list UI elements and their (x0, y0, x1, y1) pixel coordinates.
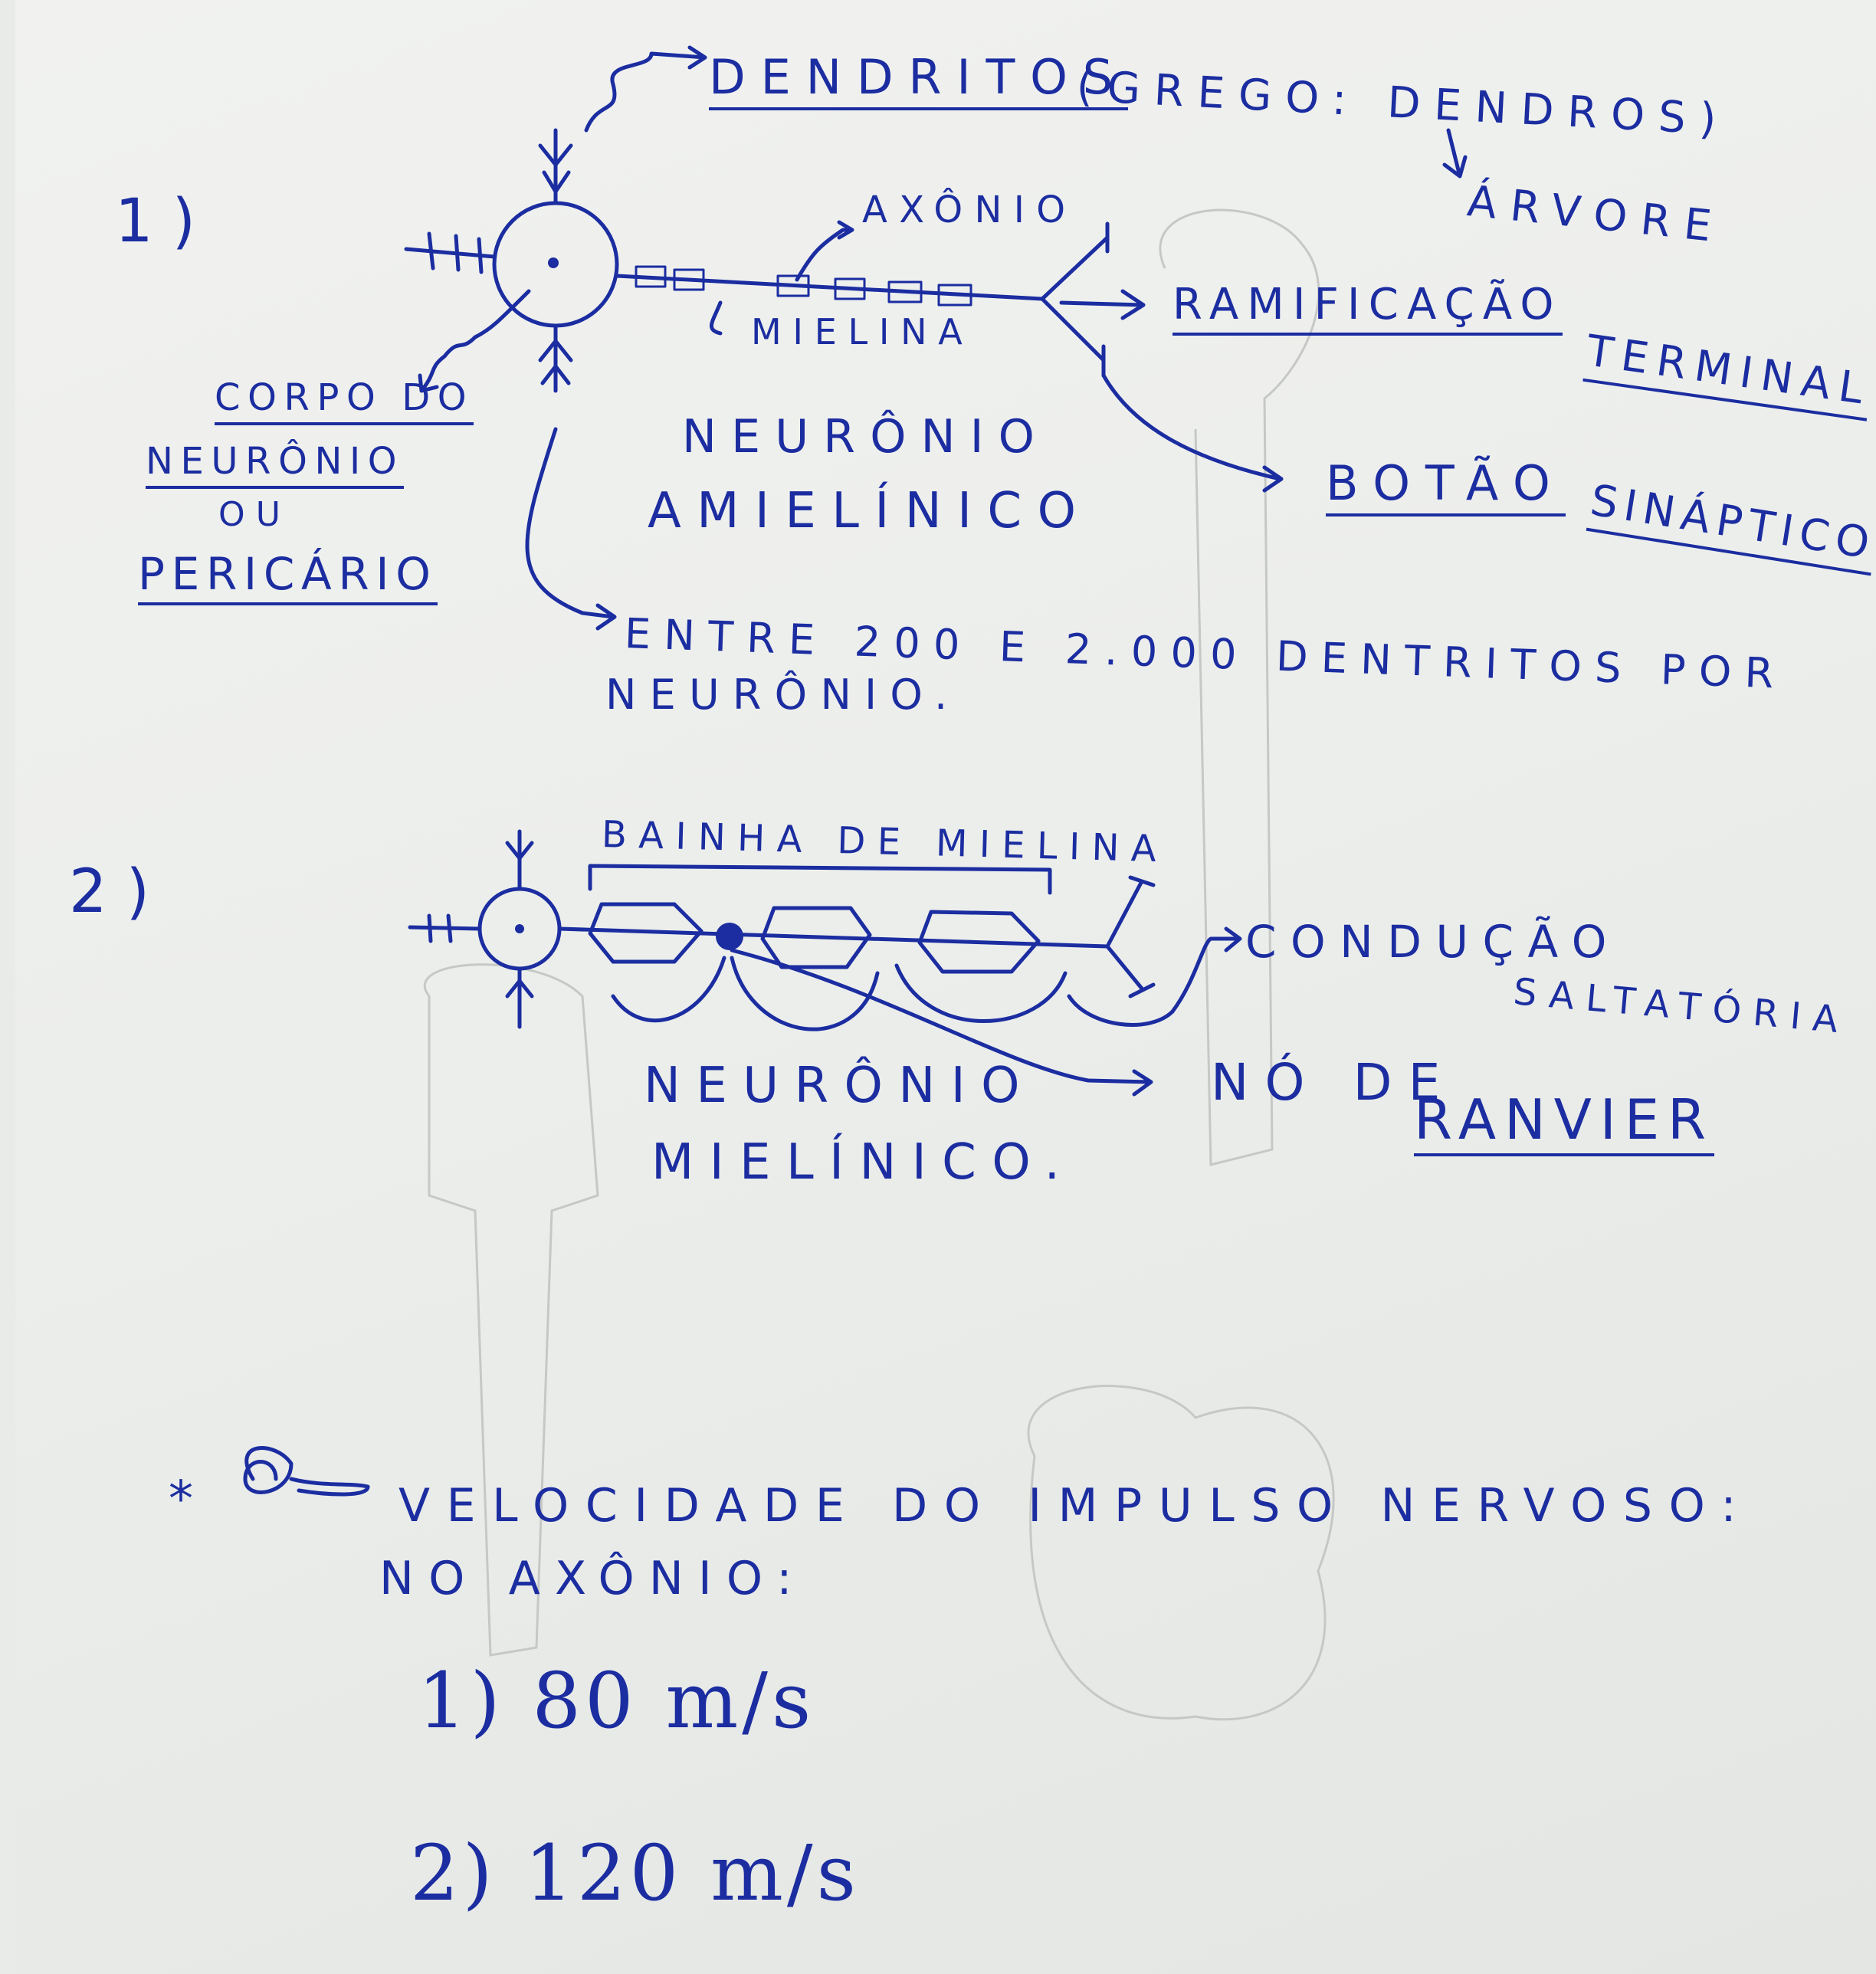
arrow-botao (1101, 373, 1284, 493)
label-axonio: AXÔNIO (862, 189, 1077, 231)
bottom-dendrite (538, 323, 573, 393)
axon-line-2 (557, 926, 1110, 949)
label-conducao: CONDUÇÃO (1245, 916, 1621, 968)
velocity-asterisk: * (169, 1471, 209, 1528)
arrow-arvore (1442, 128, 1468, 179)
label-ramificacao: RAMIFICAÇÃO (1172, 284, 1563, 336)
label-ou: OU (218, 495, 291, 534)
section-1-number: 1) (115, 187, 215, 256)
axon-line (615, 274, 1045, 301)
top-dendrite-2 (505, 829, 534, 891)
velocity-item-1: 1) 80 m/s (418, 1656, 815, 1746)
title-amielinico-line2: AMIELÍNICO (648, 483, 1092, 539)
label-dendritos: DENDRITOS (709, 54, 1128, 110)
top-dendrite (538, 128, 573, 205)
velocity-bullet (243, 1446, 370, 1497)
label-botao: BOTÃO (1326, 460, 1566, 516)
terminal-branches-2 (1105, 875, 1156, 998)
node-of-ranvier-dot (716, 923, 743, 950)
amyelinated-neuron-diagram (404, 45, 1468, 631)
left-dendrite (404, 231, 497, 274)
arrow-mielina (710, 300, 723, 336)
label-pericario: PERICÁRIO (138, 552, 438, 605)
label-no-de: NÓ DE (1211, 1053, 1457, 1112)
title-mielinico-line2: MIELÍNICO. (651, 1134, 1076, 1191)
label-corpo: CORPO DO (215, 379, 474, 425)
notebook-page (15, 0, 1876, 1974)
bainha-bracket (588, 864, 1052, 895)
terminal-branches (1040, 221, 1110, 378)
nucleus-dot (548, 257, 559, 268)
label-ranvier: RANVIER (1414, 1092, 1714, 1156)
myelinated-neuron-diagram (408, 829, 1242, 1097)
arrow-ranvier (730, 948, 1153, 1097)
arrow-dendritos (584, 45, 707, 133)
arrow-entre (525, 427, 617, 631)
title-amielinico-line1: NEURÔNIO (682, 410, 1050, 464)
label-neuronio: NEURÔNIO (146, 443, 405, 489)
myelin-small-segments (635, 265, 972, 307)
velocity-item-2: 2) 120 m/s (410, 1828, 860, 1918)
arrow-ramificacao (1059, 289, 1146, 320)
section-2-number: 2) (69, 857, 169, 926)
arrow-conducao (1170, 926, 1242, 1014)
arrow-axonio (795, 220, 854, 282)
arrow-corpo (418, 289, 531, 393)
label-mielina: MIELINA (751, 311, 974, 352)
bottom-dendrite-2 (505, 966, 534, 1029)
velocity-line2: NO AXÔNIO: (379, 1552, 807, 1605)
velocity-line1: VELOCIDADE DO IMPULSO NERVOSO: (398, 1479, 1753, 1533)
note-dendritos-line2: NEURÔNIO. (605, 671, 961, 719)
saltatory-loops (611, 956, 1175, 1031)
left-dendrite-2 (408, 913, 482, 943)
title-mielinico-line1: NEURÔNIO (644, 1058, 1035, 1114)
myelin-sheaths (588, 902, 1041, 974)
